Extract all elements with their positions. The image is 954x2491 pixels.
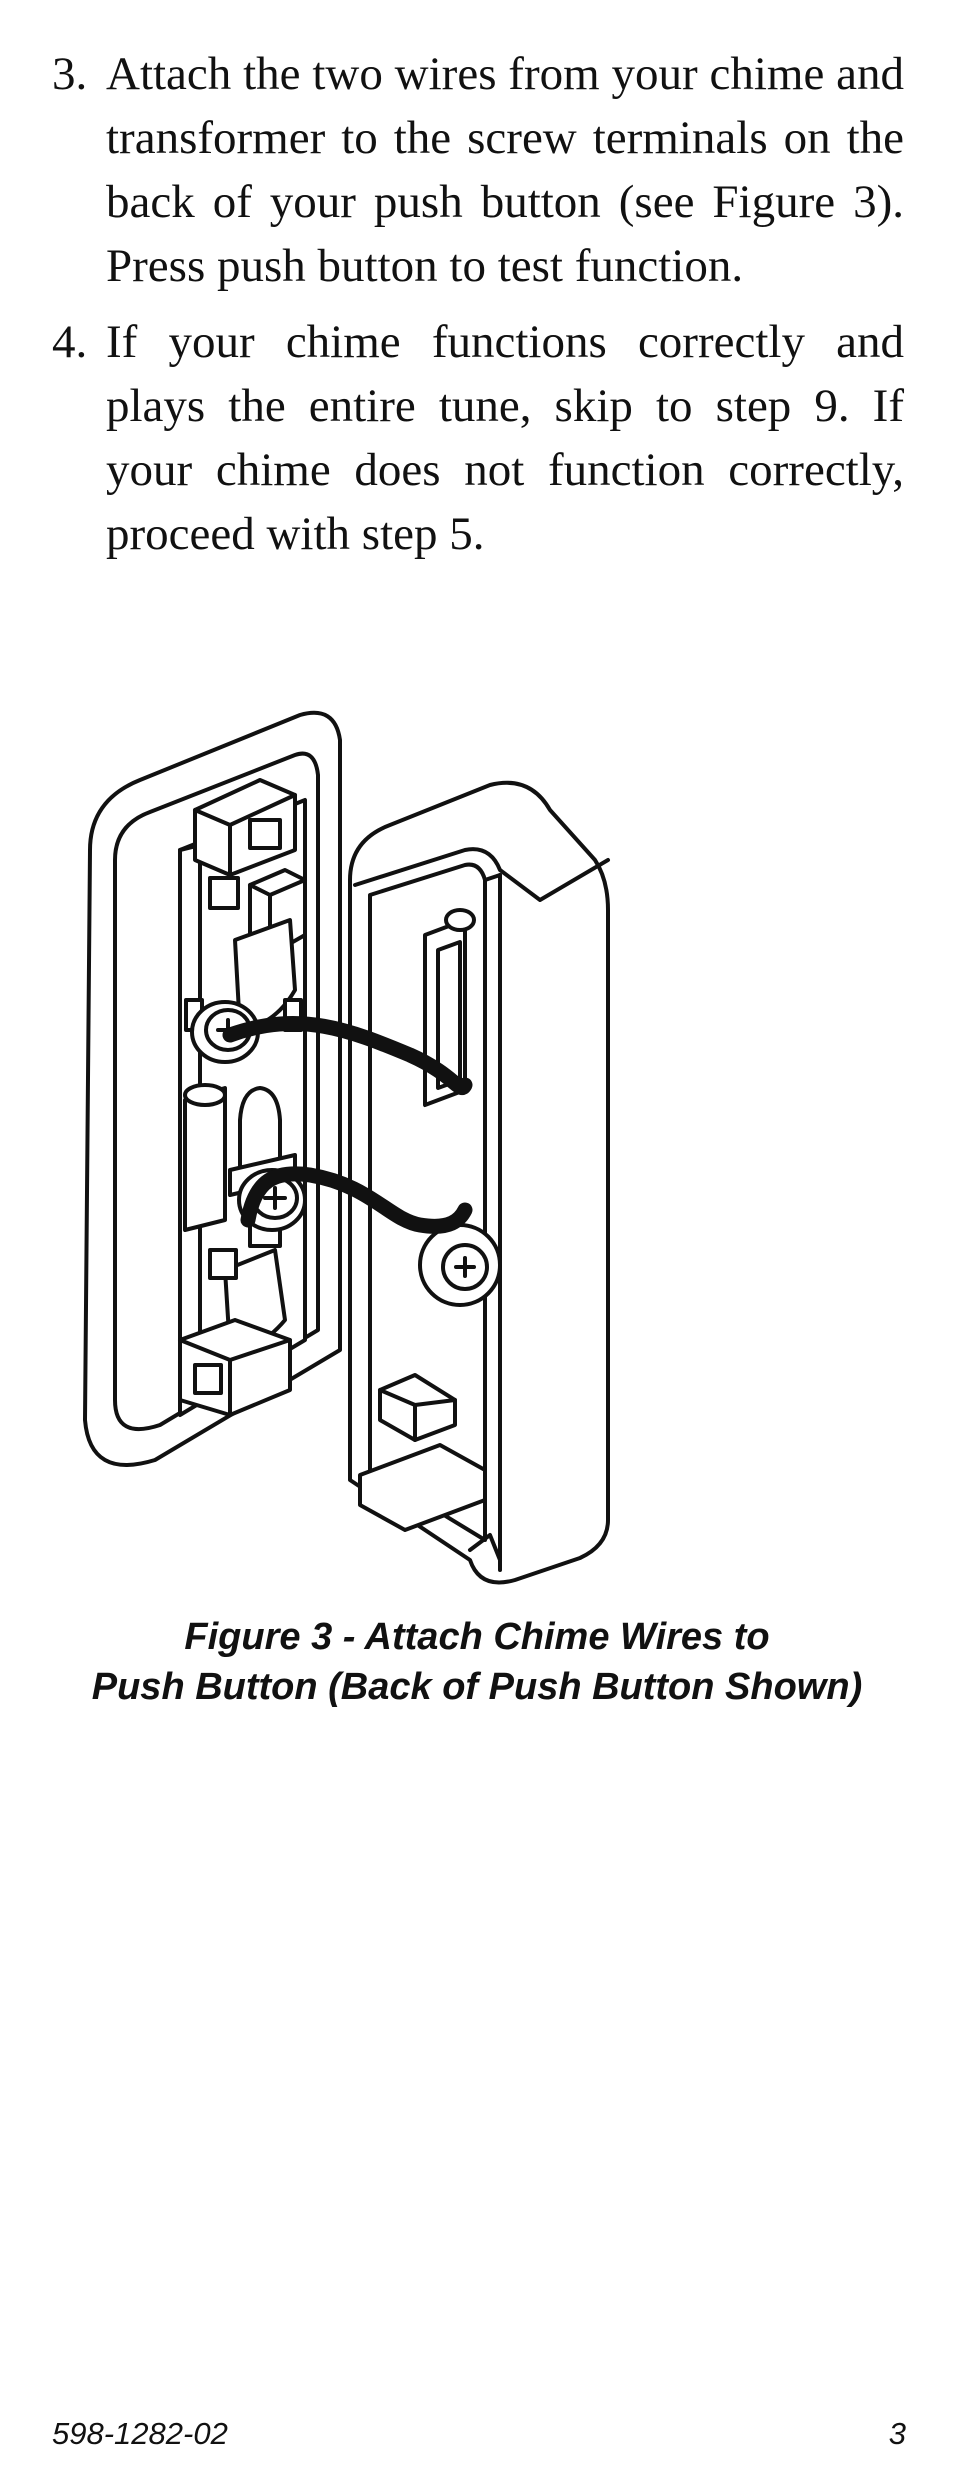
lower-wire xyxy=(240,1166,473,1234)
cover-screw-recess xyxy=(418,1223,502,1307)
chime-wires xyxy=(222,1016,473,1234)
push-button-back xyxy=(83,710,342,1467)
step-4-number: 4. xyxy=(52,316,88,368)
step-4: 4. If your chime functions correctly and… xyxy=(52,310,904,566)
document-number: 598-1282-02 xyxy=(52,2416,228,2451)
figure-caption-line-2: Push Button (Back of Push Button Shown) xyxy=(91,1666,863,1708)
step-4-text: If your chime functions correctly and pl… xyxy=(106,316,904,560)
instruction-steps: 3. Attach the two wires from your chime … xyxy=(52,42,904,578)
step-3: 3. Attach the two wires from your chime … xyxy=(52,42,904,298)
page-number: 3 xyxy=(888,2416,906,2451)
push-button-cover xyxy=(348,780,610,1585)
step-3-number: 3. xyxy=(52,48,88,100)
push-button-wiring-illustration xyxy=(83,710,610,1585)
figure-caption: Figure 3 - Attach Chime Wires to Push Bu… xyxy=(0,1612,954,1712)
step-3-text: Attach the two wires from your chime and… xyxy=(106,48,904,292)
upper-wire xyxy=(222,1016,473,1096)
figure-caption-line-1: Figure 3 - Attach Chime Wires to xyxy=(184,1616,770,1658)
